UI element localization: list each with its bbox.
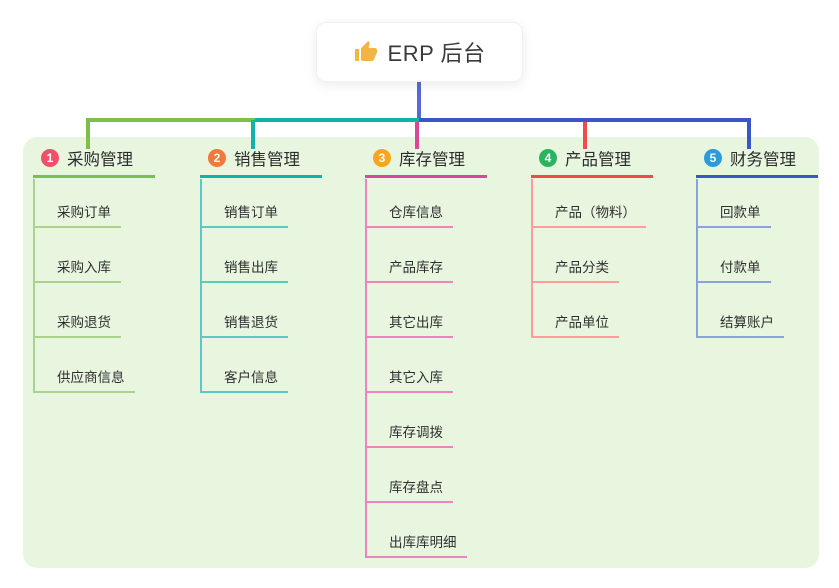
connector-bus-purchase	[86, 118, 255, 122]
branch-title-inventory[interactable]: 3 库存管理	[365, 146, 487, 178]
branch-label: 财务管理	[730, 150, 796, 169]
branch-panel	[23, 137, 819, 568]
child-node[interactable]: 付款单	[696, 253, 771, 283]
branch-number-badge: 5	[704, 148, 722, 167]
child-label: 采购入库	[57, 260, 111, 275]
child-label: 回款单	[720, 205, 761, 220]
child-node[interactable]: 客户信息	[200, 363, 288, 393]
child-node[interactable]: 仓库信息	[365, 198, 453, 228]
child-label: 销售订单	[224, 205, 278, 220]
connector-bus-sales	[255, 118, 419, 122]
root-node-label: ERP 后台	[387, 41, 486, 66]
branch-spine	[365, 179, 367, 558]
branch-label: 产品管理	[565, 150, 631, 169]
child-node[interactable]: 库存调拨	[365, 418, 453, 448]
branch-title-finance[interactable]: 5 财务管理	[696, 146, 818, 178]
child-label: 出库库明细	[389, 535, 457, 550]
branch-title-sales[interactable]: 2 销售管理	[200, 146, 322, 178]
child-node[interactable]: 供应商信息	[33, 363, 135, 393]
child-label: 采购订单	[57, 205, 111, 220]
branch-label: 销售管理	[234, 150, 300, 169]
branch-number-badge: 1	[41, 148, 59, 167]
child-node[interactable]: 销售订单	[200, 198, 288, 228]
child-label: 销售出库	[224, 260, 278, 275]
child-label: 供应商信息	[57, 370, 125, 385]
child-node[interactable]: 采购退货	[33, 308, 121, 338]
child-node[interactable]: 出库库明细	[365, 528, 467, 558]
root-node[interactable]: ERP 后台	[316, 22, 523, 82]
connector-drop-inventory	[415, 122, 419, 149]
child-label: 库存调拨	[389, 425, 443, 440]
branch-spine	[33, 179, 35, 393]
child-node[interactable]: 产品分类	[531, 253, 619, 283]
child-label: 销售退货	[224, 315, 278, 330]
branch-spine	[200, 179, 202, 393]
child-label: 付款单	[720, 260, 761, 275]
child-label: 其它出库	[389, 315, 443, 330]
branch-spine	[531, 179, 533, 338]
branch-label: 库存管理	[399, 150, 465, 169]
child-node[interactable]: 采购订单	[33, 198, 121, 228]
connector-drop-sales	[251, 120, 255, 149]
child-node[interactable]: 销售出库	[200, 253, 288, 283]
child-label: 结算账户	[720, 315, 774, 330]
connector-drop-product	[583, 122, 587, 149]
child-label: 其它入库	[389, 370, 443, 385]
child-node[interactable]: 产品库存	[365, 253, 453, 283]
child-node[interactable]: 采购入库	[33, 253, 121, 283]
child-node[interactable]: 库存盘点	[365, 473, 453, 503]
child-label: 客户信息	[224, 370, 278, 385]
root-connector-line	[417, 82, 421, 122]
child-label: 产品（物料）	[555, 205, 636, 220]
child-label: 仓库信息	[389, 205, 443, 220]
child-label: 采购退货	[57, 315, 111, 330]
branch-label: 采购管理	[67, 150, 133, 169]
child-node[interactable]: 产品（物料）	[531, 198, 646, 228]
connector-drop-finance	[747, 118, 751, 149]
child-node[interactable]: 销售退货	[200, 308, 288, 338]
branch-spine	[696, 179, 698, 338]
branch-number-badge: 4	[539, 148, 557, 167]
child-label: 产品单位	[555, 315, 609, 330]
branch-number-badge: 2	[208, 148, 226, 167]
child-label: 产品库存	[389, 260, 443, 275]
child-node[interactable]: 其它入库	[365, 363, 453, 393]
child-label: 产品分类	[555, 260, 609, 275]
connector-bus-finance	[419, 118, 751, 122]
thumbs-up-icon	[354, 40, 378, 64]
branch-title-purchase[interactable]: 1 采购管理	[33, 146, 155, 178]
child-node[interactable]: 回款单	[696, 198, 771, 228]
child-node[interactable]: 产品单位	[531, 308, 619, 338]
child-label: 库存盘点	[389, 480, 443, 495]
connector-drop-purchase	[86, 118, 90, 149]
child-node[interactable]: 结算账户	[696, 308, 784, 338]
branch-title-product[interactable]: 4 产品管理	[531, 146, 653, 178]
branch-number-badge: 3	[373, 148, 391, 167]
child-node[interactable]: 其它出库	[365, 308, 453, 338]
